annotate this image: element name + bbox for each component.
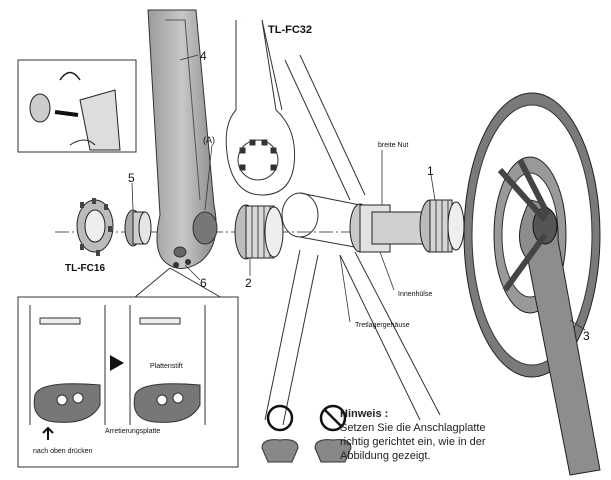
innenhuelse-label: Innenhülse: [398, 291, 432, 298]
note-line-2: richtig gerichtet ein, wie in der: [340, 436, 486, 448]
inset-bottom-left-drawing: [29, 305, 206, 440]
nach-oben-label: nach oben drücken: [33, 448, 93, 455]
tool-fc32-label: TL-FC32: [268, 24, 312, 36]
tretlagergehaeuse-label: Tretlagergehäuse: [355, 322, 410, 329]
tl-fc16-tool: [76, 198, 114, 256]
tool-fc16-label: TL-FC16: [65, 263, 105, 274]
part-a-label: (A): [203, 135, 215, 145]
frame-tubes: [239, 19, 441, 426]
part-6-label: 6: [200, 276, 207, 290]
breite-nut-label: breite Nut: [378, 142, 408, 149]
note-title: Hinweis :: [340, 408, 389, 420]
right-crank-arm: [497, 158, 601, 476]
plattenstift-label: Plattenstift: [150, 363, 183, 370]
circle-ok-icon: [261, 404, 299, 463]
inset-top-left-drawing: [29, 71, 121, 151]
part-2-label: 2: [245, 276, 252, 290]
note-line-1: Setzen Sie die Anschlagplatte: [340, 422, 486, 434]
adapter-cup-right: [419, 199, 465, 253]
part-4-label: 4: [200, 49, 207, 63]
part-3-label: 3: [583, 329, 590, 343]
hinweis-note: Hinweis : Setzen Sie die Anschlagplatte …: [340, 407, 605, 463]
inset-pointer: [133, 267, 223, 299]
cap-bolt: [124, 209, 152, 247]
arretierungsplatte-label: Arretierungsplatte: [105, 428, 160, 435]
inset-bottom-left: [17, 296, 239, 468]
leader-lines: [131, 54, 586, 331]
tl-fc32-wrench: [225, 19, 296, 196]
part-1-label: 1: [427, 164, 434, 178]
part-5-label: 5: [128, 171, 135, 185]
prohibited-icon: [314, 404, 352, 463]
adapter-cup-left: [234, 204, 284, 260]
note-line-3: Abbildung gezeigt.: [340, 450, 431, 462]
left-crank-arm: [147, 9, 218, 269]
